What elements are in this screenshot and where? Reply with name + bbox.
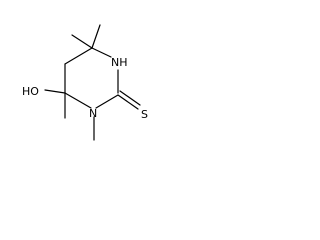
bond-c4-hydroxyl: [44, 89, 66, 94]
atom-label-thione-s: S: [141, 108, 148, 121]
atom-label-amine-nh: NH: [111, 56, 128, 69]
bond-n1-c6: [91, 47, 112, 58]
bond-n3-c2: [95, 94, 119, 109]
bond-c4-n3: [64, 92, 92, 109]
bond-c2-s-double-a: [117, 94, 139, 110]
atom-label-hydroxyl: HO: [22, 85, 39, 98]
bond-c6-methyl-right: [91, 24, 101, 49]
substituent-bonds: [44, 24, 141, 141]
ring-bonds: [64, 47, 119, 109]
bond-c6-methyl-left: [71, 34, 93, 49]
bond-c6-c5: [64, 47, 93, 65]
bond-c2-s-double-b: [119, 90, 141, 106]
atom-label-amine-n: N: [89, 107, 97, 120]
chemical-structure: HO NH N S: [22, 24, 148, 141]
